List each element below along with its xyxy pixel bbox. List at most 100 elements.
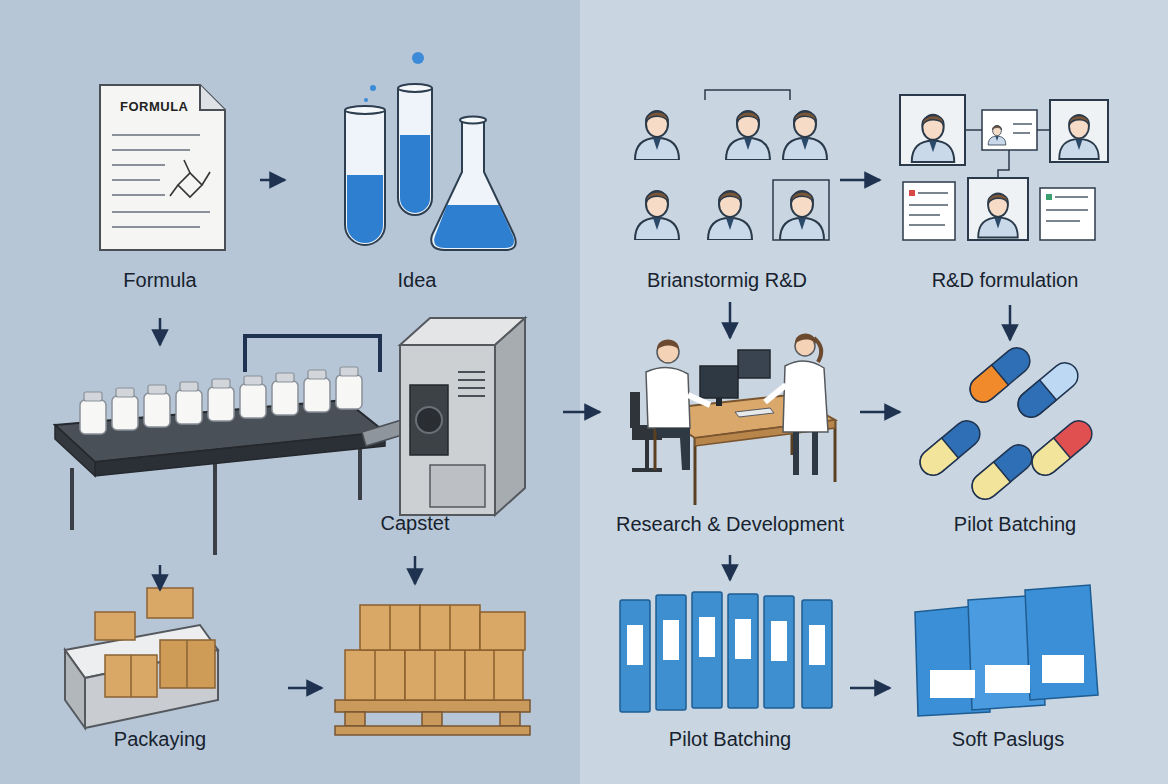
capsule-machine-part [495, 318, 525, 515]
pallet-load-part-part [420, 605, 480, 650]
document-heading: FORMULA [120, 99, 189, 114]
flow-arrow [159, 565, 162, 590]
pallet-load-part-part [335, 700, 530, 712]
formula-document-part-part [202, 172, 210, 185]
stick-sachets-part-part [735, 619, 751, 659]
step-caption: Capstet [275, 511, 555, 535]
formula-document [100, 85, 225, 250]
conveyor-part [245, 336, 380, 372]
capsules-part-part [1027, 416, 1097, 481]
conveyor-part-part [70, 468, 74, 530]
formula-document-part-part [112, 164, 165, 166]
idea-glassware-part [398, 88, 432, 215]
pallet-load-part [335, 700, 530, 735]
formula-document-part [100, 85, 225, 250]
stick-sachets-part-part [663, 620, 679, 660]
formulation-cards-part [982, 110, 1037, 150]
formula-document-part-part [112, 149, 190, 151]
packaging-table-part-part [186, 640, 188, 688]
conveyor-part-part [340, 367, 358, 376]
background-part [0, 0, 580, 784]
capsule-machine-part [430, 465, 485, 507]
formula-document-part-part [184, 160, 190, 173]
soft-pouches-part [1025, 585, 1098, 700]
formulation-cards-part [1046, 220, 1080, 222]
stick-sachets-part-part [699, 617, 715, 657]
idea-glassware-part [370, 85, 376, 91]
packaging-table-part-part [130, 655, 132, 697]
idea-glassware-part [412, 52, 424, 64]
soft-pouches-part [930, 655, 1084, 698]
conveyor-part-part [112, 396, 138, 430]
formulation-cards-part [978, 193, 1018, 237]
brainstorm-team-part [773, 180, 829, 240]
capsule-machine-part-part [458, 387, 485, 389]
conveyor-part-part [148, 385, 166, 394]
capsules-part-part [915, 416, 985, 481]
capsule-machine-part-part [458, 371, 485, 373]
brainstorm-team-part [780, 191, 824, 240]
formulation-cards-part [1055, 196, 1088, 198]
stick-sachets-part-part [809, 625, 825, 665]
idea-glassware-part [460, 117, 486, 124]
formulation-cards-part-part [1037, 129, 1050, 131]
idea-glassware-part [364, 98, 368, 102]
capsule-machine-part-part [458, 379, 485, 381]
lab-scene-part [716, 398, 722, 406]
capsules-part-part [1013, 380, 1057, 422]
step-caption: Packaying [20, 727, 300, 751]
formula-document-part-part [112, 226, 200, 228]
lab-scene-part [646, 367, 690, 428]
packaging-table-part-part [95, 612, 135, 640]
formulation-cards-part [903, 182, 955, 240]
formulation-cards-part [1059, 115, 1099, 159]
flow-arrow [840, 179, 880, 182]
flow-arrow [288, 556, 415, 688]
process-step: Idea [285, 45, 550, 295]
capsules-part-part [967, 440, 1037, 505]
pallet-load-part-part [449, 605, 451, 650]
conveyor-part [95, 432, 385, 476]
lab-scene-part [795, 334, 816, 345]
formula-document-part [170, 160, 210, 197]
soft-pouches [915, 585, 1098, 716]
step-caption: Soft Paslugs [868, 727, 1148, 751]
brainstorm-team [635, 90, 829, 240]
step-caption: Pilot Batching [875, 512, 1155, 536]
flow-arrow-part [414, 556, 417, 584]
stick-sachets-part-part [627, 625, 643, 665]
conveyor-part-part [180, 382, 198, 391]
pallet-load-part-part [500, 712, 520, 726]
pallet-load-part-part [389, 605, 391, 650]
formula-document-part-part [170, 185, 178, 196]
pallet-load-part-part [405, 650, 465, 700]
brainstorm-team-part [783, 111, 827, 160]
capsules [915, 343, 1097, 505]
conveyor-part-part [276, 373, 294, 382]
formula-document-part-part [178, 173, 202, 197]
idea-glassware-part [398, 84, 432, 92]
lab-scene-part [632, 468, 662, 472]
capsules-part [915, 416, 985, 481]
conveyor-part-part [272, 381, 298, 415]
step-caption: Research & Development [590, 512, 870, 536]
soft-pouches-part-part [1042, 655, 1084, 683]
lab-scene-part [630, 392, 640, 428]
packaging-table-part-part [160, 640, 215, 688]
process-step: Capstet [45, 345, 563, 565]
process-step: Pilot Batching [900, 340, 1115, 545]
step-caption: Idea [277, 268, 557, 292]
stick-sachets-part [620, 600, 650, 712]
conveyor-part-part [80, 400, 106, 434]
conveyor-part-part [212, 379, 230, 388]
process-step: Research & Development [600, 338, 860, 555]
capsules-part [1027, 416, 1097, 481]
step-caption: R&D formulation [865, 268, 1145, 292]
conveyor-part-part [176, 390, 202, 424]
formulation-cards-part [1013, 123, 1032, 125]
lab-scene-part [793, 432, 799, 475]
idea-glassware-part [347, 175, 383, 243]
formulation-cards-part [918, 192, 948, 194]
